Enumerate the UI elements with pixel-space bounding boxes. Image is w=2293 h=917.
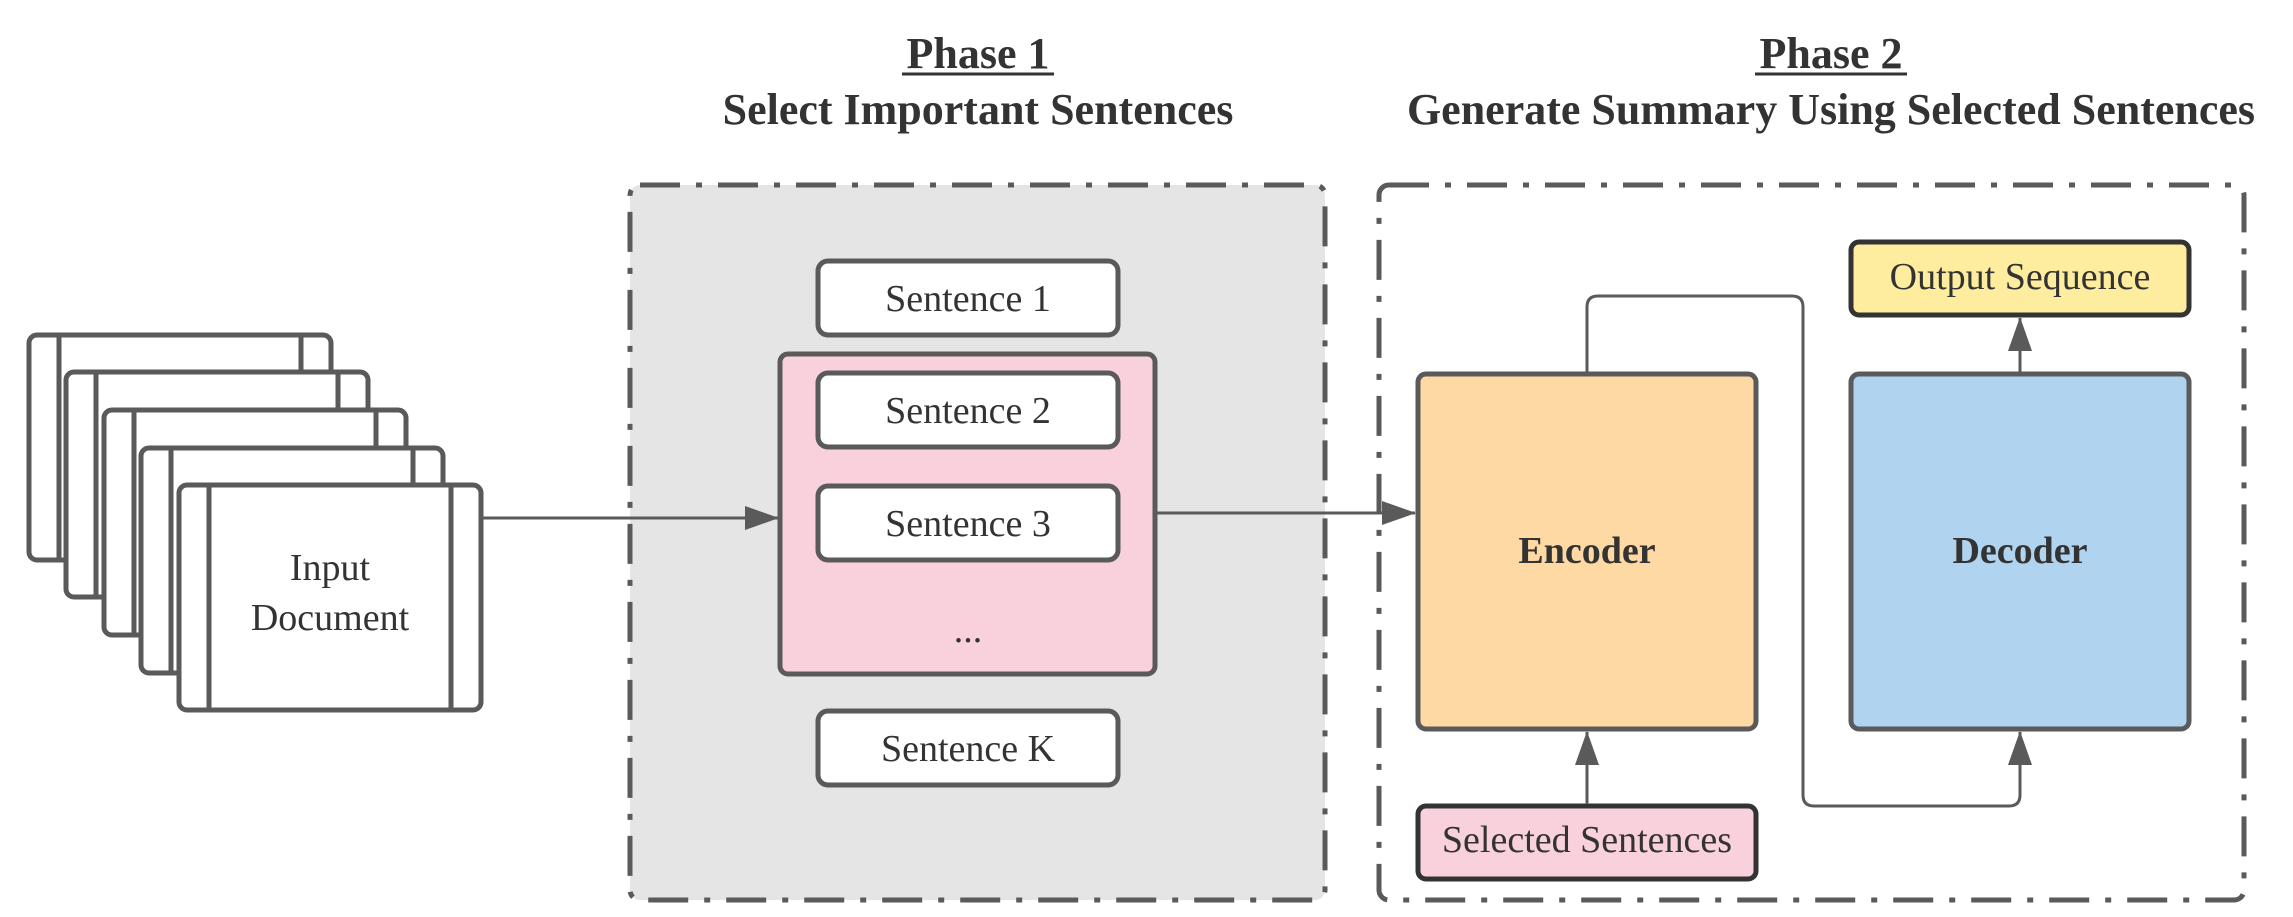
decoder-label: Decoder xyxy=(1952,530,2087,572)
sentence-3-label: Sentence 3 xyxy=(885,503,1051,545)
input-document-label-line1: Input xyxy=(290,547,371,589)
output-sequence-box: Output Sequence xyxy=(1848,239,2192,318)
encoder-box: Encoder xyxy=(1415,371,1759,732)
phase2-header: Phase 2 Generate Summary Using Selected … xyxy=(1407,29,2255,134)
phase1-header: Phase 1 Select Important Sentences xyxy=(723,29,1234,134)
sentence-1-label: Sentence 1 xyxy=(885,278,1051,320)
sentence-box-k: Sentence K xyxy=(815,708,1121,788)
connector-encoder-to-decoder xyxy=(1585,294,2032,808)
phase1-subtitle: Select Important Sentences xyxy=(723,85,1234,134)
input-document: Input Document xyxy=(176,482,484,713)
decoder-box: Decoder xyxy=(1848,371,2192,732)
selected-sentences-label: Selected Sentences xyxy=(1442,819,1732,861)
encoder-label: Encoder xyxy=(1518,530,1655,572)
sentence-box-2: Sentence 2 xyxy=(815,370,1121,450)
phase2-subtitle: Generate Summary Using Selected Sentence… xyxy=(1407,85,2255,134)
sentence-2-label: Sentence 2 xyxy=(885,390,1051,432)
sentence-k-label: Sentence K xyxy=(881,728,1056,770)
output-sequence-label: Output Sequence xyxy=(1890,256,2151,298)
input-document-label-line2: Document xyxy=(251,597,410,639)
sentence-box-1: Sentence 1 xyxy=(815,258,1121,338)
phase2-heading: Phase 2 xyxy=(1760,29,1903,78)
phase1-heading: Phase 1 xyxy=(907,29,1050,78)
selected-sentences-box: Selected Sentences xyxy=(1415,803,1759,882)
sentence-box-3: Sentence 3 xyxy=(815,483,1121,563)
sentence-ellipsis: ... xyxy=(954,609,983,651)
input-document-stack: Input Document xyxy=(26,332,484,713)
